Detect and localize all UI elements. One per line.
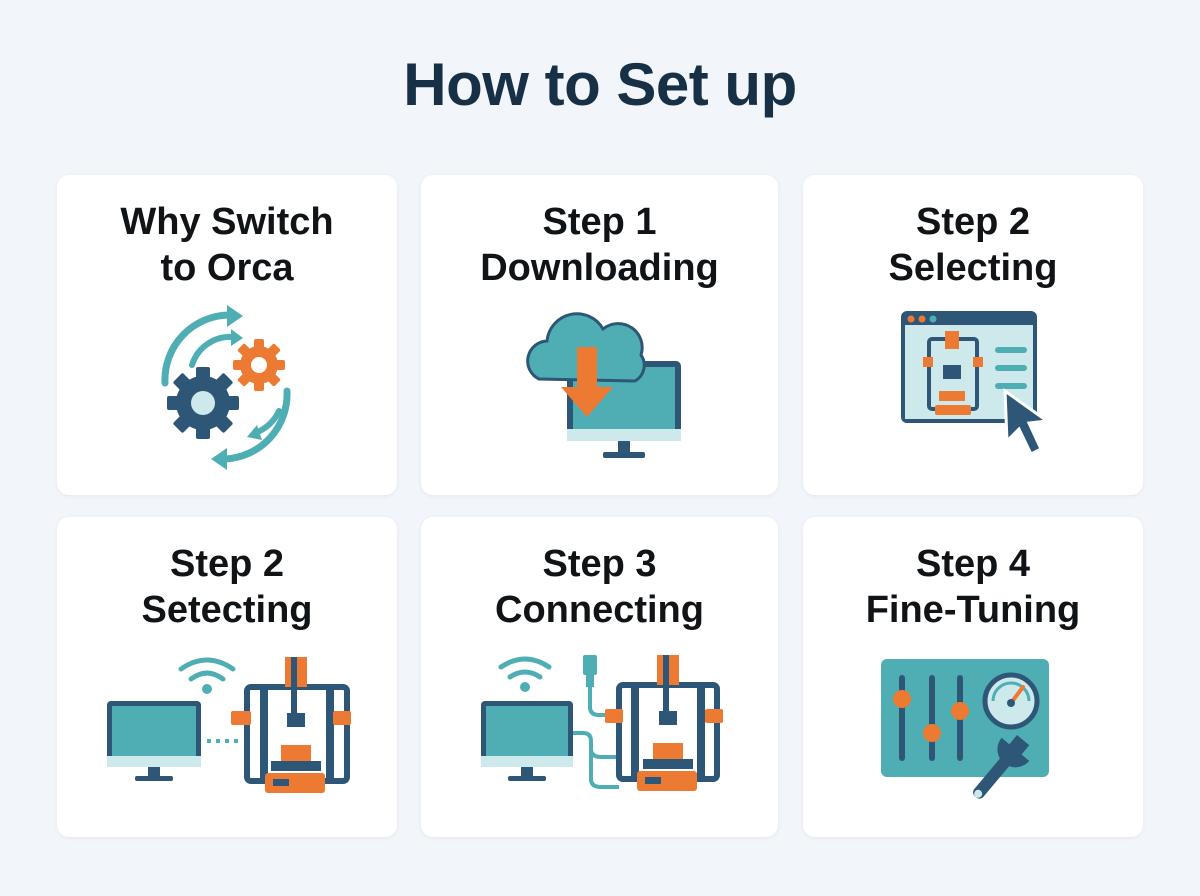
- card-step3-connecting: Step 3 Connecting: [421, 517, 778, 837]
- usb-printer-icon: [479, 653, 729, 813]
- wifi-printer-icon: [105, 655, 359, 815]
- card-step4-fine-tuning: Step 4 Fine-Tuning: [803, 517, 1143, 837]
- card-step2-setecting: Step 2 Setecting: [57, 517, 397, 837]
- card-title-line2: Setecting: [141, 589, 313, 631]
- card-title: Why Switch to Orca: [57, 199, 397, 291]
- card-title-line2: Fine-Tuning: [865, 589, 1081, 631]
- card-title: Step 2 Setecting: [57, 541, 397, 633]
- card-title-line2: Downloading: [480, 247, 719, 289]
- card-title-line2: to Orca: [160, 247, 294, 289]
- cloud-download-icon: [517, 309, 687, 469]
- card-title-line1: Step 4: [915, 543, 1031, 585]
- card-title-line1: Why Switch: [120, 201, 334, 243]
- gear-cycle-icon: [147, 303, 307, 473]
- card-title-line2: Connecting: [495, 589, 704, 631]
- card-why-switch: Why Switch to Orca: [57, 175, 397, 495]
- card-title-line1: Step 1: [542, 201, 657, 243]
- card-title: Step 3 Connecting: [421, 541, 778, 633]
- card-title: Step 1 Downloading: [421, 199, 778, 291]
- card-title-line1: Step 3: [542, 543, 657, 585]
- card-step2-selecting: Step 2 Selecting: [803, 175, 1143, 495]
- sliders-wrench-icon: [879, 657, 1069, 807]
- card-title-line2: Selecting: [888, 247, 1058, 289]
- printer-select-icon: [899, 309, 1059, 469]
- card-title-line1: Step 2: [169, 543, 285, 585]
- card-step1-downloading: Step 1 Downloading: [421, 175, 778, 495]
- card-title-line1: Step 2: [915, 201, 1031, 243]
- card-title: Step 2 Selecting: [803, 199, 1143, 291]
- card-title: Step 4 Fine-Tuning: [803, 541, 1143, 633]
- page-title: How to Set up: [403, 51, 797, 118]
